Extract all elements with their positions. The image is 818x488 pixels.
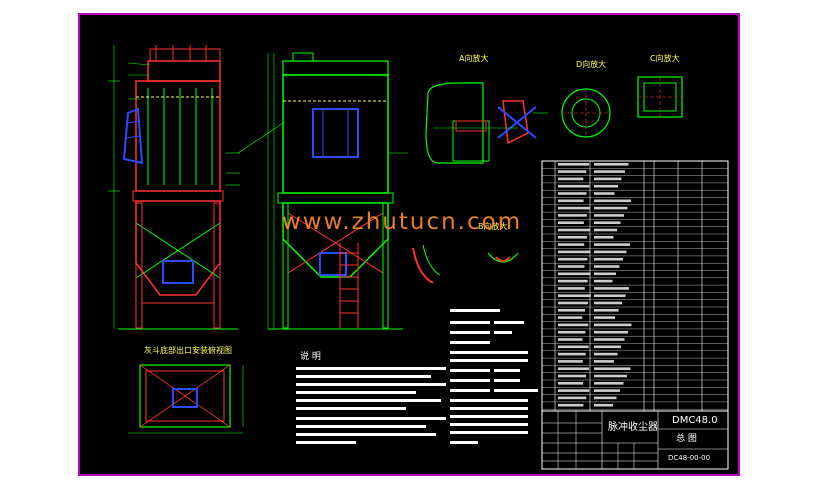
parts-row-code (558, 192, 587, 195)
parts-row-code (558, 250, 591, 254)
parts-row-code (558, 309, 586, 312)
parts-row-code (558, 323, 589, 327)
parts-row-name (594, 396, 617, 400)
parts-row-name (594, 360, 614, 363)
parts-row-name (594, 374, 627, 378)
parts-row-code (558, 184, 590, 188)
parts-row-code (558, 338, 583, 341)
parts-row-name (594, 257, 623, 261)
parts-row-name (594, 294, 626, 297)
parts-row-name (594, 170, 625, 173)
parts-row-name (594, 163, 629, 166)
parts-row-name (594, 352, 618, 356)
notes-title: 说 明 (300, 352, 321, 362)
detail-b (412, 244, 519, 284)
parts-row-code (558, 374, 586, 378)
parts-row-name (594, 228, 617, 232)
parts-row-code (558, 352, 586, 356)
parts-row-code (558, 279, 588, 283)
drawing-sheet: A向放大 D向放大 C向放大 B向放大 灰斗底部出口安装俯视图 说 明 脉冲收尘… (78, 13, 740, 476)
parts-row-name (594, 221, 621, 224)
parts-row-name (594, 316, 615, 319)
parts-row-code (558, 382, 584, 385)
parts-row-name (594, 214, 624, 217)
parts-row-name (594, 323, 632, 327)
parts-row-code (558, 389, 590, 392)
parts-row-name (594, 279, 613, 283)
parts-list-table (541, 160, 729, 412)
parts-row-name (594, 403, 613, 407)
parts-row-name (594, 330, 628, 334)
parts-row-code (558, 199, 584, 203)
parts-row-name (594, 199, 631, 203)
view-c-label: C向放大 (650, 54, 680, 63)
parts-row-code (558, 294, 591, 297)
parts-row-name (594, 272, 616, 276)
notes-block (296, 367, 446, 444)
bottom-view-label: 灰斗底部出口安装俯视图 (144, 346, 232, 355)
product-name: 脉冲收尘器 (608, 422, 658, 433)
parts-row-code (558, 163, 590, 166)
sheet-border (78, 13, 740, 476)
parts-row-code (558, 345, 589, 349)
parts-row-name (594, 177, 622, 181)
bottom-plan-view (128, 364, 244, 434)
parts-row-code (558, 316, 583, 319)
parts-row-code (558, 287, 585, 290)
parts-row-code (558, 221, 584, 224)
front-view (108, 45, 240, 330)
sheet-name: 总 图 (676, 434, 697, 444)
parts-row-code (558, 228, 590, 232)
detail-a (425, 82, 548, 164)
parts-row-code (558, 170, 587, 173)
parts-row-name (594, 389, 620, 392)
parts-row-code (558, 272, 591, 276)
view-b-label: B向放大 (478, 222, 508, 231)
parts-row-name (594, 382, 624, 385)
parts-row-code (558, 214, 587, 217)
parts-row-code (558, 177, 584, 181)
parts-row-code (558, 301, 588, 305)
parts-row-code (558, 265, 585, 268)
parts-row-code (558, 206, 590, 210)
parts-row-name (594, 236, 614, 239)
parts-row-code (558, 330, 586, 334)
parts-row-name (594, 206, 628, 210)
view-d-label: D向放大 (576, 60, 607, 69)
drawing-number: DC48-00-00 (668, 454, 711, 462)
title-block (541, 410, 729, 470)
detail-d (561, 88, 611, 138)
detail-c (637, 76, 683, 118)
model-number: DMC48.0 (672, 415, 718, 426)
parts-row-name (594, 287, 629, 290)
parts-row-code (558, 367, 589, 370)
parts-row-name (594, 265, 620, 268)
parts-row-code (558, 403, 584, 407)
cad-drawing (78, 13, 740, 476)
parts-row-name (594, 243, 630, 246)
side-view (237, 52, 408, 330)
parts-row-code (558, 360, 583, 363)
parts-row-name (594, 338, 625, 341)
parts-row-code (558, 257, 588, 261)
watermark: www.zhutucn.com (282, 209, 523, 235)
parts-row-name (594, 345, 621, 349)
parts-row-code (558, 243, 585, 246)
parts-row-name (594, 184, 618, 188)
parts-row-name (594, 367, 631, 370)
parts-row-name (594, 192, 615, 195)
parts-row-code (558, 236, 588, 239)
spec-block (450, 309, 538, 444)
view-a-label: A向放大 (459, 54, 489, 63)
parts-row-code (558, 396, 587, 400)
parts-row-name (594, 301, 622, 305)
parts-row-name (594, 309, 619, 312)
parts-row-name (594, 250, 627, 254)
